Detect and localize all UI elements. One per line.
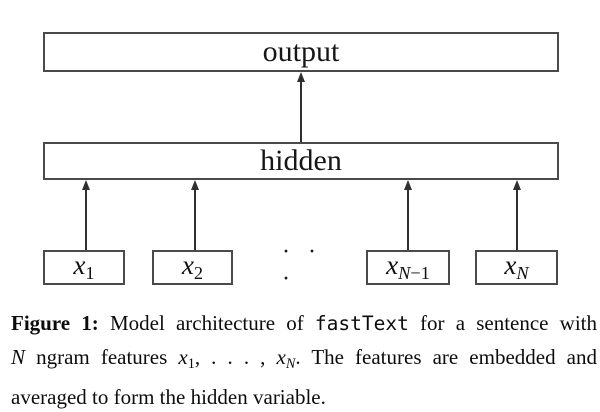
text-segment: N xyxy=(11,344,26,369)
text-segment: averaged to form the hidden variable. xyxy=(11,384,326,409)
caption-line-3: averaged to form the hidden variable. xyxy=(11,381,597,412)
text-segment: x xyxy=(73,250,86,281)
text-segment: for a sentence with xyxy=(408,311,598,335)
text-segment: x xyxy=(386,250,399,281)
text-segment: N xyxy=(516,263,529,284)
caption-line-2: N ngram features x1, . . . , xN. The fea… xyxy=(11,341,597,381)
output-layer-box: output xyxy=(43,32,559,72)
text-segment: x xyxy=(181,250,194,281)
text-segment: ngram features xyxy=(25,344,179,369)
input-label-xn: xN xyxy=(504,250,528,284)
input-box-xn1: xN−1 xyxy=(366,250,450,285)
text-segment: 2 xyxy=(193,263,204,284)
arrow-xn1-to-hidden xyxy=(402,180,413,250)
text-segment: 1 xyxy=(85,263,95,284)
hidden-layer-box: hidden xyxy=(43,142,559,180)
text-segment: x xyxy=(504,250,517,281)
output-layer-label: output xyxy=(262,35,340,68)
hidden-layer-label: hidden xyxy=(260,144,342,177)
text-segment: Model architecture of xyxy=(98,311,315,335)
input-label-x1: x1 xyxy=(73,250,94,284)
text-segment: . The features are embedded and xyxy=(295,344,598,369)
input-label-xn1: xN−1 xyxy=(386,250,430,284)
text-segment: , . . . , xyxy=(194,344,277,369)
arrow-x2-to-hidden xyxy=(189,180,200,250)
text-segment: N xyxy=(285,355,296,372)
text-segment: x xyxy=(276,344,286,369)
input-box-xn: xN xyxy=(475,250,558,285)
arrow-hidden-to-output xyxy=(295,72,306,142)
input-label-x2: x2 xyxy=(182,250,203,284)
text-segment: −1 xyxy=(410,263,430,284)
figure-caption: Figure 1: Model architecture of fastText… xyxy=(11,307,597,412)
text-segment: x xyxy=(178,344,188,369)
caption-line-1: Figure 1: Model architecture of fastText… xyxy=(11,307,597,341)
text-segment: N xyxy=(398,263,411,284)
input-box-x2: x2 xyxy=(152,250,233,285)
arrow-x1-to-hidden xyxy=(80,180,91,250)
arrow-xn-to-hidden xyxy=(511,180,522,250)
text-segment: 1 xyxy=(187,355,195,372)
text-segment: Figure 1: xyxy=(11,311,99,335)
ellipsis-dots: · · · xyxy=(282,239,322,292)
text-segment: fastText xyxy=(314,312,409,335)
input-box-x1: x1 xyxy=(43,250,125,285)
